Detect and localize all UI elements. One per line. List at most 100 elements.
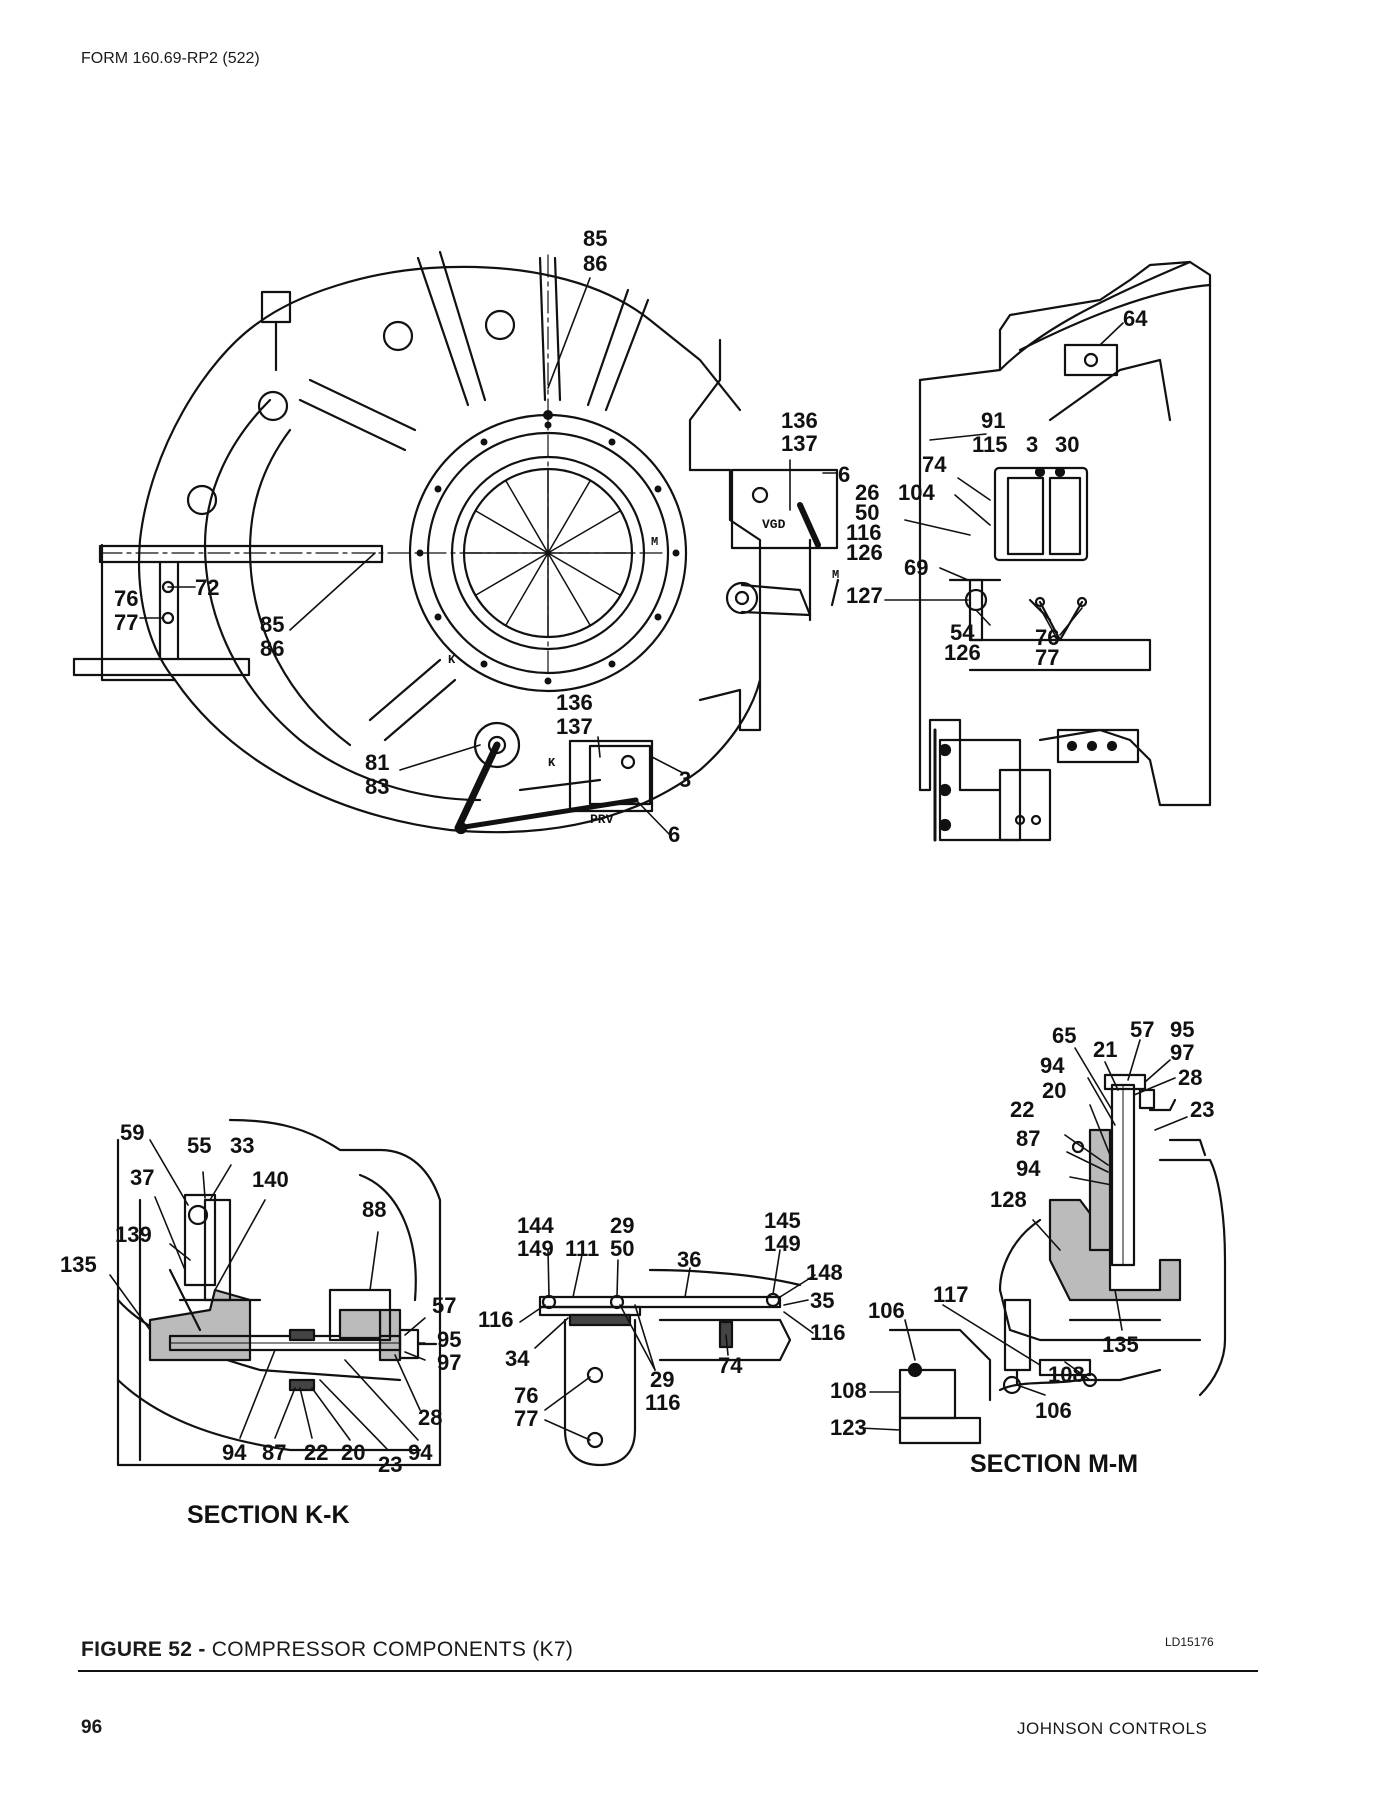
page-number: 96 bbox=[81, 1717, 103, 1738]
callout: 83 bbox=[365, 774, 389, 799]
section-mm-drawing bbox=[888, 1073, 1227, 1445]
callout: 136 bbox=[556, 690, 593, 715]
callout: 50 bbox=[855, 500, 879, 525]
callout: 20 bbox=[341, 1440, 365, 1465]
callout: 136 bbox=[781, 408, 818, 433]
section-marker-m: M bbox=[651, 535, 658, 549]
callout: 76 bbox=[114, 586, 138, 611]
side-view-drawing bbox=[918, 260, 1212, 842]
callout: 6 bbox=[838, 462, 850, 487]
callout: 117 bbox=[933, 1282, 969, 1307]
callout: 85 bbox=[260, 612, 284, 637]
callout: 57 bbox=[1130, 1017, 1154, 1042]
form-number: FORM 160.69-RP2 (522) bbox=[81, 50, 260, 67]
callout: 149 bbox=[764, 1231, 801, 1256]
callout: 115 bbox=[972, 432, 1008, 457]
callout: 139 bbox=[115, 1222, 152, 1247]
vgd-plate: VGD bbox=[762, 517, 786, 532]
callout: 126 bbox=[846, 540, 883, 565]
callout: 74 bbox=[718, 1353, 743, 1378]
side-view-callouts: 64 91 115 3 30 74 104 26 50 116 126 69 1… bbox=[846, 306, 1148, 670]
callout: 28 bbox=[418, 1405, 442, 1430]
figure-label: FIGURE 52 - bbox=[81, 1638, 206, 1661]
callout: 148 bbox=[806, 1260, 843, 1285]
callout: 65 bbox=[1052, 1023, 1076, 1048]
callout: 28 bbox=[1178, 1065, 1202, 1090]
section-marker-m: M bbox=[832, 568, 839, 582]
callout: 77 bbox=[114, 610, 138, 635]
callout: 128 bbox=[990, 1187, 1027, 1212]
callout: 76 bbox=[514, 1383, 538, 1408]
callout: 91 bbox=[981, 408, 1005, 433]
callout: 20 bbox=[1042, 1078, 1066, 1103]
callout: 23 bbox=[378, 1452, 402, 1477]
callout: 144 bbox=[517, 1213, 554, 1238]
section-mm-title: SECTION M-M bbox=[970, 1450, 1138, 1478]
callout: 94 bbox=[222, 1440, 247, 1465]
callout: 69 bbox=[904, 555, 928, 580]
callout: 108 bbox=[1048, 1362, 1085, 1387]
callout: 50 bbox=[610, 1236, 634, 1261]
callout: 74 bbox=[922, 452, 947, 477]
callout: 87 bbox=[1016, 1126, 1040, 1151]
callout: 3 bbox=[679, 767, 691, 792]
callout: 108 bbox=[830, 1378, 867, 1403]
callout: 94 bbox=[408, 1440, 433, 1465]
section-mm-callouts: 65 21 57 95 97 94 28 20 23 22 87 94 128 … bbox=[830, 1017, 1214, 1440]
drawing-id: LD15176 bbox=[1165, 1635, 1214, 1649]
section-marker-k: K bbox=[448, 653, 456, 667]
callout: 116 bbox=[810, 1320, 846, 1345]
callout: 86 bbox=[583, 251, 607, 276]
callout: 29 bbox=[610, 1213, 634, 1238]
callout: 104 bbox=[898, 480, 935, 505]
callout: 21 bbox=[1093, 1037, 1117, 1062]
callout: 33 bbox=[230, 1133, 254, 1158]
callout: 95 bbox=[1170, 1017, 1194, 1042]
footer-rule bbox=[78, 1670, 1258, 1672]
callout: 106 bbox=[1035, 1398, 1072, 1423]
callout: 94 bbox=[1016, 1156, 1041, 1181]
section-marker-k: K bbox=[548, 756, 556, 770]
callout: 135 bbox=[1102, 1332, 1139, 1357]
callout: 77 bbox=[514, 1406, 538, 1431]
callout: 35 bbox=[810, 1288, 834, 1313]
callout: 30 bbox=[1055, 432, 1079, 457]
front-view-callouts: 85 86 136 137 6 72 76 77 85 86 81 83 136… bbox=[114, 226, 850, 847]
callout: 86 bbox=[260, 636, 284, 661]
callout: 3 bbox=[1026, 432, 1038, 457]
callout: 116 bbox=[478, 1307, 514, 1332]
callout: 22 bbox=[1010, 1097, 1034, 1122]
callout: 26 bbox=[855, 480, 879, 505]
callout: 34 bbox=[505, 1346, 530, 1371]
callout: 72 bbox=[195, 575, 219, 600]
callout: 37 bbox=[130, 1165, 154, 1190]
callout: 77 bbox=[1035, 645, 1059, 670]
callout: 76 bbox=[1035, 625, 1059, 650]
callout: 22 bbox=[304, 1440, 328, 1465]
callout: 126 bbox=[944, 640, 981, 665]
callout: 81 bbox=[365, 750, 389, 775]
callout: 106 bbox=[868, 1298, 905, 1323]
callout: 145 bbox=[764, 1208, 801, 1233]
callout: 23 bbox=[1190, 1097, 1214, 1122]
callout: 54 bbox=[950, 620, 975, 645]
callout: 6 bbox=[668, 822, 680, 847]
front-view-drawing bbox=[72, 250, 840, 835]
callout: 135 bbox=[60, 1252, 97, 1277]
figure-title: COMPRESSOR COMPONENTS (K7) bbox=[211, 1638, 574, 1661]
callout: 97 bbox=[1170, 1040, 1194, 1065]
callout: 55 bbox=[187, 1133, 211, 1158]
callout: 137 bbox=[556, 714, 593, 739]
callout: 149 bbox=[517, 1236, 554, 1261]
prv-plate: PRV bbox=[590, 812, 614, 827]
callout: 36 bbox=[677, 1247, 701, 1272]
callout: 94 bbox=[1040, 1053, 1065, 1078]
callout: 97 bbox=[437, 1350, 461, 1375]
leader-lines bbox=[109, 277, 1188, 1451]
section-kk-drawing bbox=[116, 1118, 442, 1467]
callout: 140 bbox=[252, 1167, 289, 1192]
callout: 116 bbox=[645, 1390, 681, 1415]
callout: 87 bbox=[262, 1440, 286, 1465]
section-kk-callouts: 59 55 33 37 140 139 135 88 57 95 97 28 9… bbox=[60, 1120, 461, 1477]
